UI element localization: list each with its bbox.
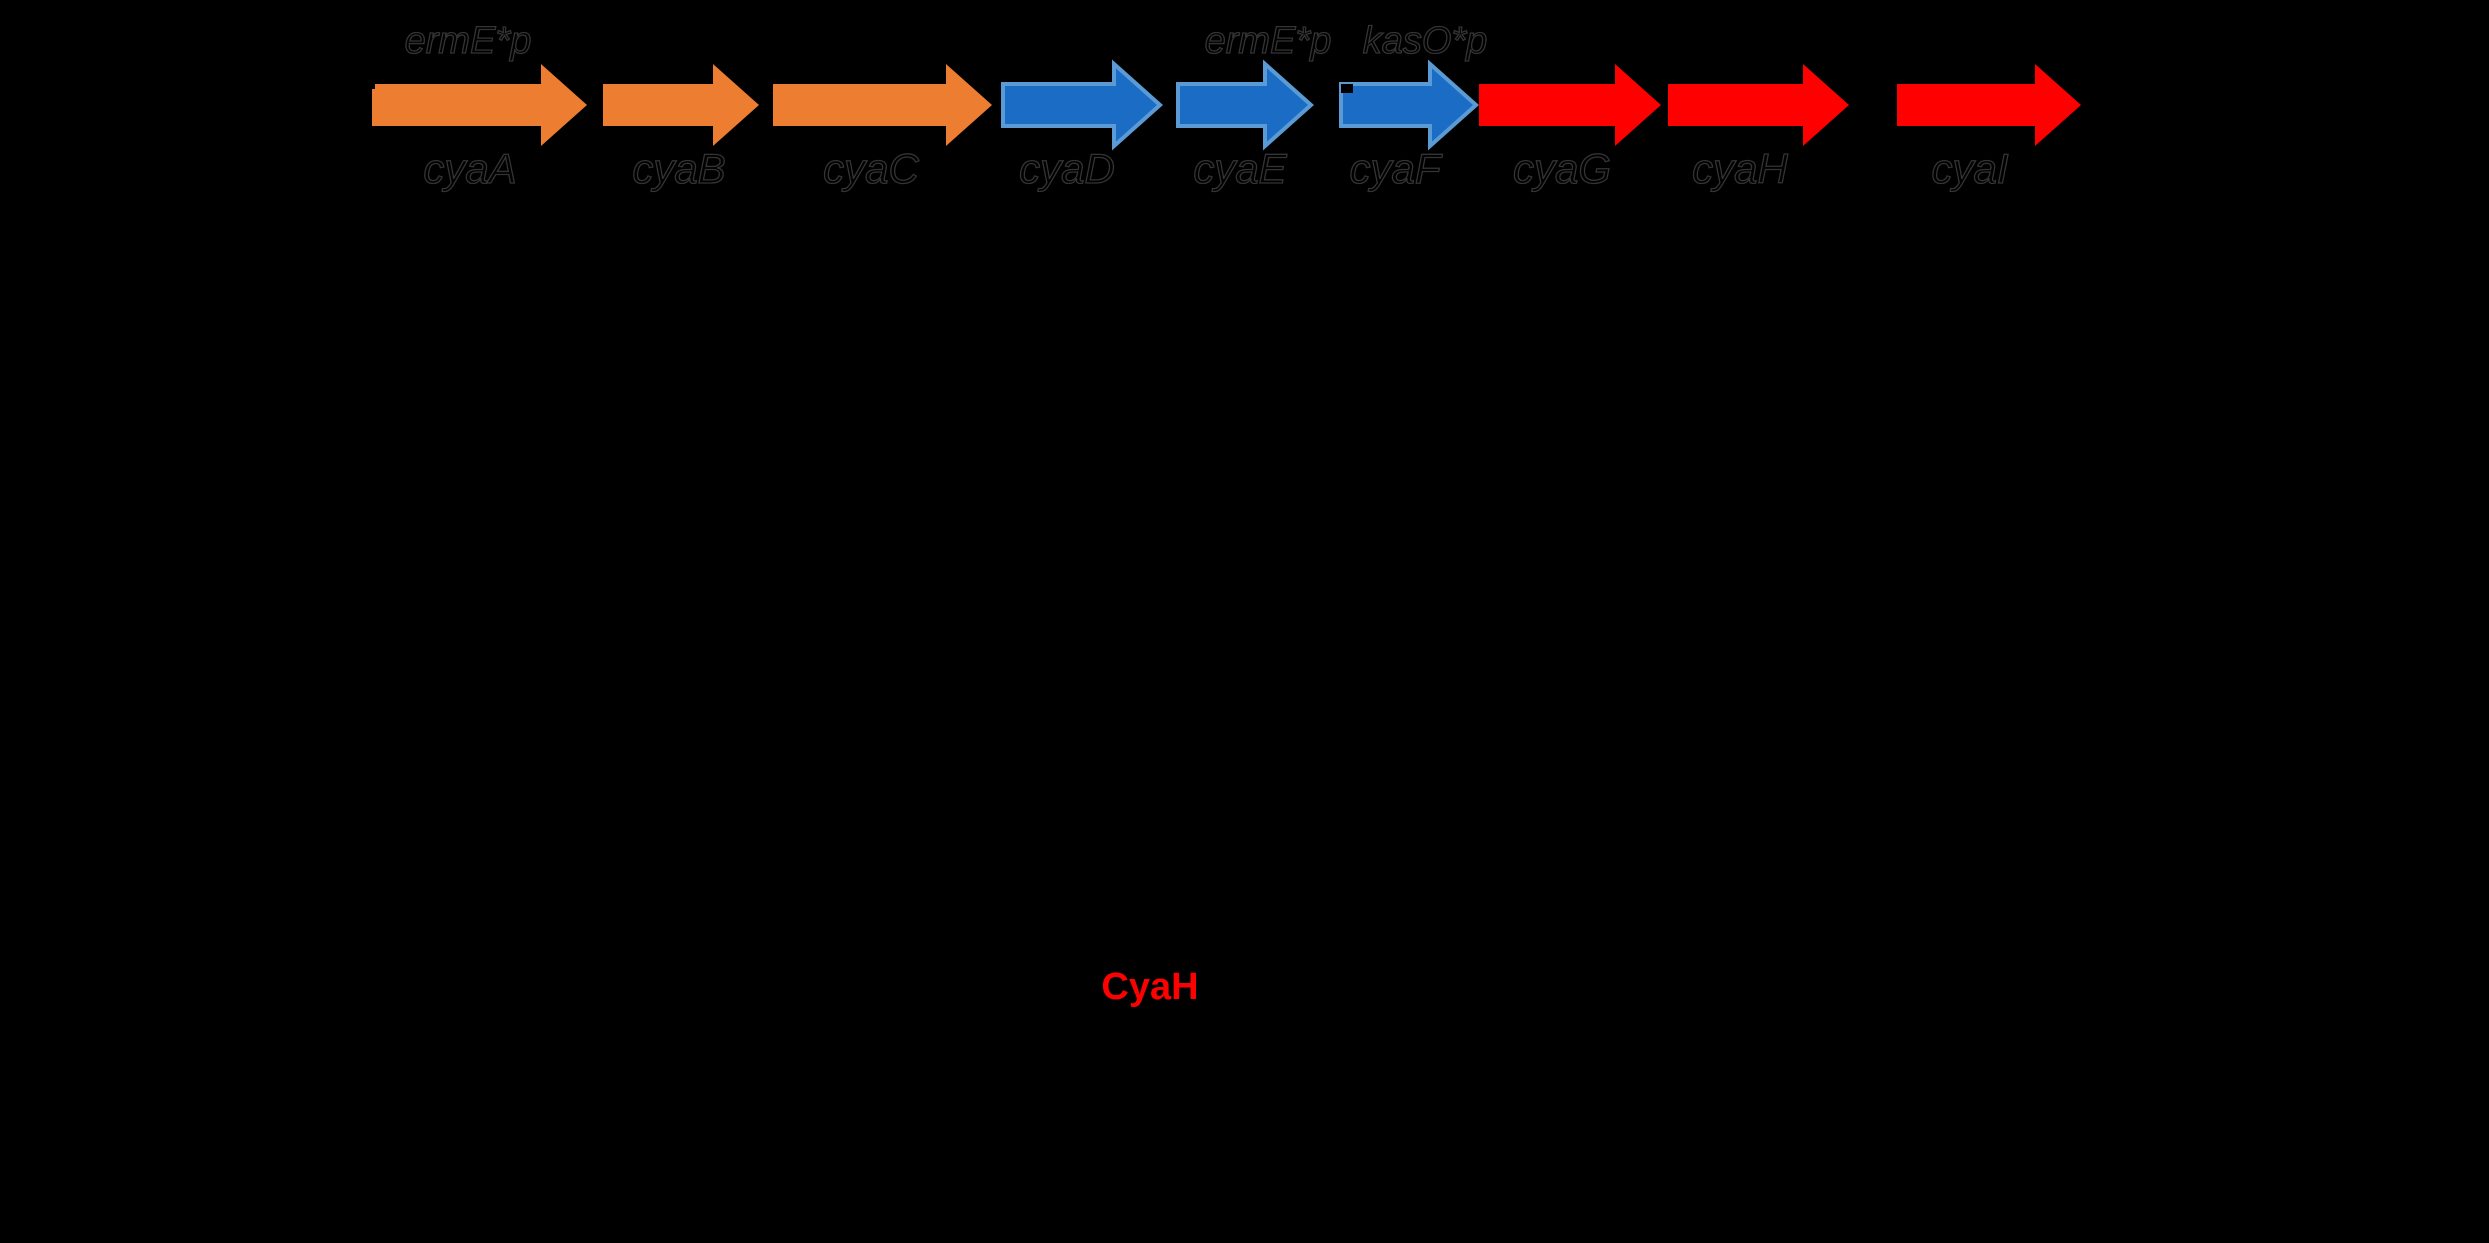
gene-arrow-cyaG (1479, 64, 1661, 146)
promoter-label-1-ermEp: ermE*p (1204, 20, 1332, 62)
corner-mark-1 (1341, 84, 1353, 93)
promoter-label-2-kasOp: kasO*p (1362, 20, 1488, 62)
gene-arrow-cyaA (372, 64, 587, 146)
gene-arrow-cyaC (773, 64, 992, 146)
gene-arrow-cyaD (1001, 59, 1164, 151)
gene-label-cyaA: cyaA (423, 145, 518, 192)
gene-label-cyaH: cyaH (1692, 145, 1789, 192)
gene-label-cyaI: cyaI (1931, 145, 2009, 192)
gene-label-cyaB: cyaB (632, 145, 727, 192)
gene-arrow-cyaH (1668, 64, 1849, 146)
corner-mark-0 (362, 76, 375, 89)
gene-label-cyaE: cyaE (1193, 145, 1288, 192)
gene-arrow-cyaF (1339, 59, 1480, 151)
promoter-label-0-ermEp: ermE*p (404, 20, 532, 62)
enzyme-label-cyah: CyaH (1101, 966, 1199, 1008)
gene-arrow-cyaI (1897, 64, 2081, 146)
gene-label-cyaD: cyaD (1019, 145, 1116, 192)
gene-label-cyaF: cyaF (1349, 145, 1441, 192)
gene-label-cyaC: cyaC (823, 145, 920, 192)
gene-label-cyaG: cyaG (1512, 145, 1612, 192)
gene-arrow-cyaB (603, 64, 759, 146)
gene-arrow-cyaE (1176, 59, 1315, 151)
